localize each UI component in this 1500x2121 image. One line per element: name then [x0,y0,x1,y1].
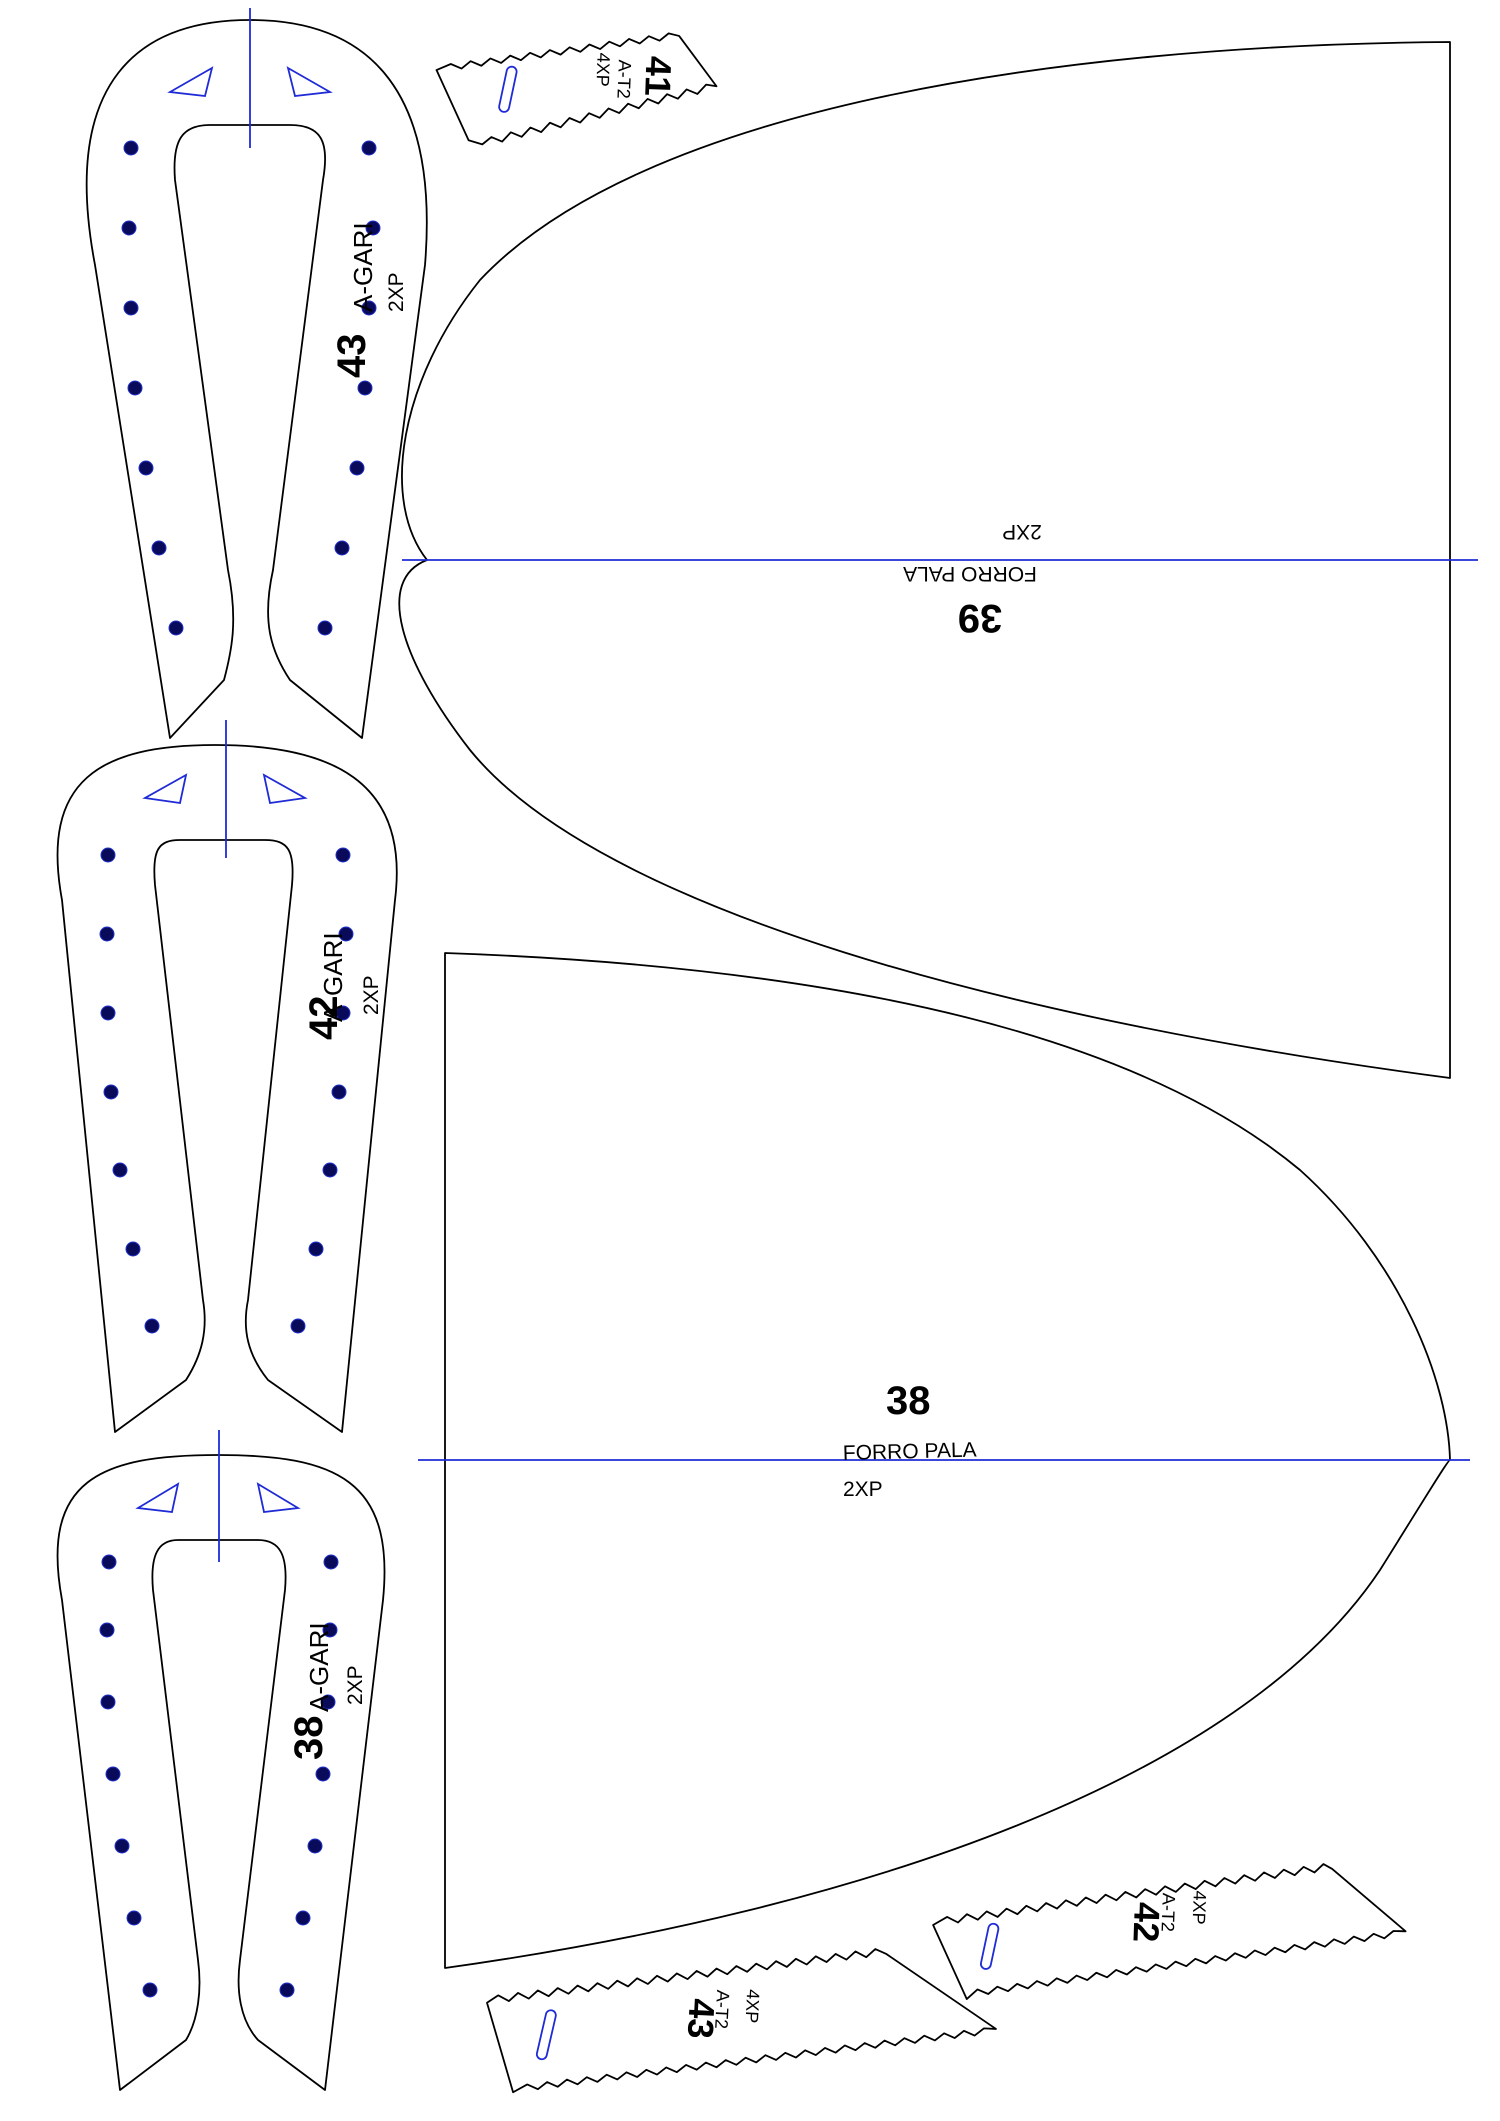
lining-piece-38: 38 FORRO PALA 2XP [418,952,1470,1969]
tab-piece-43-slot [535,2009,557,2061]
tab-piece-41: 41 A-T2 4XP [435,32,718,146]
hole [144,1318,160,1334]
hole [361,300,377,316]
hole [279,1982,295,1998]
hole [127,380,143,396]
tab-piece-42-code: A-T2 [1157,1893,1178,1933]
hole [99,926,115,942]
hole [100,847,116,863]
heel-piece-43: 43 A-GARI 2XP [85,8,428,739]
hole [320,1694,336,1710]
tab-piece-43-qty: 4XP [741,1989,763,2024]
tab-piece-41-outline [435,32,718,146]
hole [357,380,373,396]
tab-piece-43-code: A-T2 [711,1989,733,2029]
tab-piece-41-code: A-T2 [613,59,634,99]
heel-piece-38: 38 A-GARI 2XP [56,1430,386,2091]
hole [323,1554,339,1570]
tab-piece-41-qty: 4XP [592,52,613,87]
hole [315,1766,331,1782]
hole [126,1910,142,1926]
heel-piece-38-code: A-GARI [304,1622,334,1712]
hole [99,1622,115,1638]
heel-piece-38-right-notch [256,1482,301,1513]
tab-piece-42-qty: 4XP [1189,1890,1210,1925]
heel-piece-42-qty: 2XP [360,975,383,1015]
heel-piece-42-left-notch [142,773,188,805]
heel-piece-43-holes [121,140,381,636]
heel-piece-38-qty: 2XP [344,1665,367,1705]
lining-piece-38-size: 38 [886,1379,931,1423]
hole [349,460,365,476]
heel-piece-38-left-notch [135,1482,180,1513]
hole [338,926,354,942]
tab-piece-43-outline [486,1948,997,2094]
hole [307,1838,323,1854]
tab-piece-41-size: 41 [637,55,679,96]
hole [100,1005,116,1021]
heel-piece-42-size: 42 [302,996,346,1041]
hole [322,1622,338,1638]
lining-piece-39-size: 39 [958,596,1003,640]
hole [105,1766,121,1782]
hole [295,1910,311,1926]
hole [123,140,139,156]
hole [112,1162,128,1178]
lining-piece-38-outline [444,952,1451,1969]
lining-piece-38-qty: 2XP [843,1478,883,1501]
hole [142,1982,158,1998]
heel-piece-43-left-notch [167,66,214,97]
lining-piece-39-name: FORRO PALA [903,562,1037,585]
tab-piece-42-outline [932,1863,1407,2000]
hole [290,1318,306,1334]
tab-piece-41-slot [498,65,518,113]
hole [334,540,350,556]
hole [100,1694,116,1710]
hole [114,1838,130,1854]
heel-piece-43-code: A-GARI [348,222,378,312]
lining-piece-38-name: FORRO PALA [843,1439,977,1465]
heel-piece-42: 42 A-GARI 2XP [56,720,398,1433]
heel-piece-43-qty: 2XP [385,272,408,312]
heel-piece-43-size: 43 [330,334,374,379]
tab-piece-42-slot [979,1922,1000,1970]
tab-piece-43: 43 A-T2 4XP [486,1948,997,2094]
hole [331,1084,347,1100]
heel-piece-38-outline [56,1454,386,2091]
heel-piece-42-right-notch [262,773,308,805]
heel-piece-38-size: 38 [287,1716,331,1761]
heel-piece-43-outline [85,19,428,739]
hole [121,220,137,236]
tab-piece-42-size: 42 [1125,1901,1167,1942]
hole [317,620,333,636]
hole [308,1241,324,1257]
heel-piece-42-outline [56,744,398,1433]
lining-piece-39: 39 FORRO PALA 2XP [398,41,1478,1079]
hole [103,1084,119,1100]
heel-piece-42-code: A-GARI [318,932,348,1022]
hole [151,540,167,556]
tab-piece-42: 42 A-T2 4XP [932,1863,1407,2000]
hole [365,220,381,236]
hole [361,140,377,156]
heel-piece-43-right-notch [286,66,333,97]
hole [322,1162,338,1178]
hole [123,300,139,316]
tab-piece-43-size: 43 [680,1998,723,2040]
hole [335,1005,351,1021]
hole [168,620,184,636]
lining-piece-39-qty: 2XP [1002,520,1042,543]
hole [125,1241,141,1257]
hole [335,847,351,863]
heel-piece-42-holes [99,847,354,1334]
hole [138,460,154,476]
hole [101,1554,117,1570]
heel-piece-38-holes [99,1554,339,1998]
